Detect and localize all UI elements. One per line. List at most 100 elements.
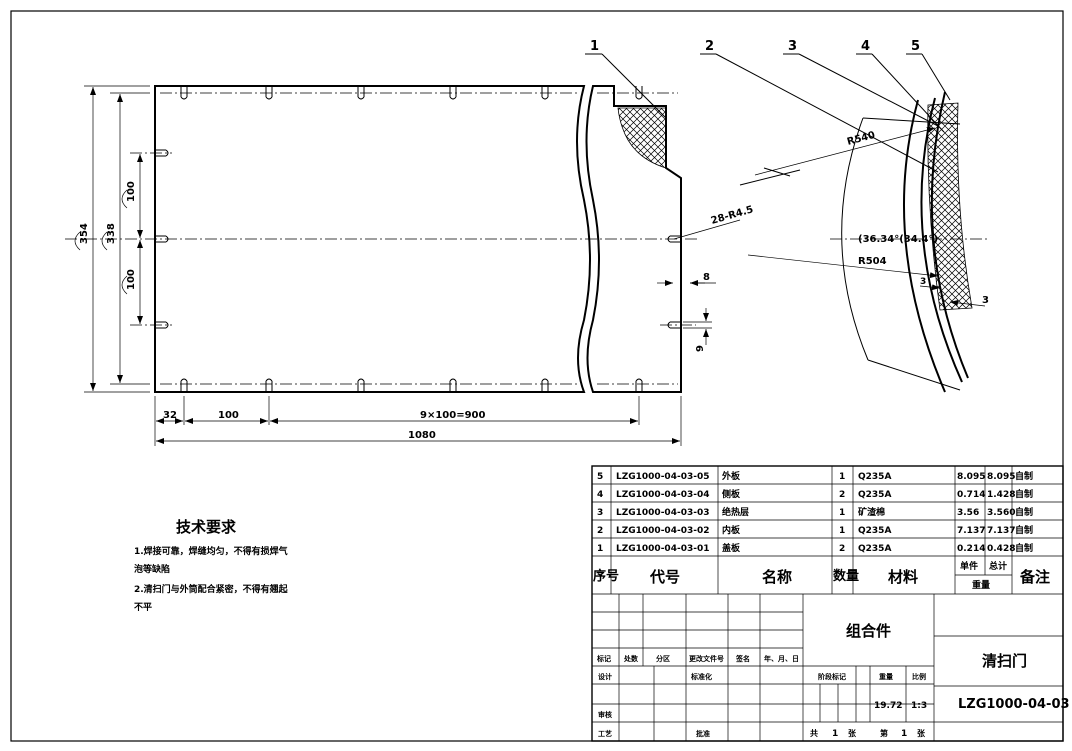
top-slots [180, 86, 643, 100]
bom-row: 2 LZG1000-04-03-02 内板 1 Q235A 7.137 7.13… [597, 524, 1033, 536]
svg-text:7.137: 7.137 [957, 526, 985, 536]
title-block: 组合件 清扫门 LZG1000-04-03 标记 处数 分区 更改文件号 签名 … [592, 594, 1070, 741]
svg-text:1: 1 [839, 472, 845, 482]
svg-text:4: 4 [861, 39, 870, 54]
balloon-3: 3 [783, 39, 939, 127]
svg-text:名称: 名称 [762, 568, 792, 586]
dim-spacing-lower: 100 [126, 269, 137, 290]
svg-text:序号: 序号 [593, 568, 619, 584]
svg-text:5: 5 [911, 39, 920, 54]
svg-text:Q235A: Q235A [858, 526, 891, 536]
balloon-5: 5 [906, 39, 951, 101]
dim-slot: 28-R4.5 [710, 204, 755, 227]
svg-text:年、月、日: 年、月、日 [764, 654, 799, 663]
svg-text:盖板: 盖板 [722, 542, 741, 554]
tech-line-4: 不平 [134, 602, 152, 613]
svg-text:自制: 自制 [1015, 470, 1033, 482]
svg-text:标记: 标记 [596, 654, 611, 663]
svg-text:分区: 分区 [656, 654, 670, 663]
svg-text:代号: 代号 [649, 568, 680, 586]
svg-text:1: 1 [901, 729, 907, 739]
svg-text:张: 张 [848, 729, 857, 738]
svg-text:LZG1000-04-03-02: LZG1000-04-03-02 [616, 526, 709, 536]
svg-text:8.095: 8.095 [957, 472, 985, 482]
bom-row: 4 LZG1000-04-03-04 侧板 2 Q235A 0.714 1.42… [597, 488, 1033, 500]
svg-text:3: 3 [597, 508, 603, 518]
svg-text:0.714: 0.714 [957, 490, 985, 500]
svg-text:0.214: 0.214 [957, 544, 985, 554]
svg-text:批准: 批准 [696, 729, 710, 738]
svg-text:数量: 数量 [833, 568, 859, 584]
svg-text:Q235A: Q235A [858, 544, 891, 554]
svg-text:签名: 签名 [735, 654, 750, 663]
svg-text:1.428: 1.428 [987, 490, 1015, 500]
svg-text:5: 5 [597, 472, 603, 482]
svg-text:1: 1 [832, 729, 838, 739]
svg-text:重量: 重量 [879, 672, 893, 681]
svg-text:矿渣棉: 矿渣棉 [858, 506, 885, 518]
svg-text:2: 2 [705, 39, 714, 54]
bom-row: 1 LZG1000-04-03-01 盖板 2 Q235A 0.214 0.42… [597, 542, 1033, 554]
part-name: 清扫门 [982, 652, 1027, 670]
svg-text:标准化: 标准化 [690, 672, 712, 681]
svg-text:备注: 备注 [1019, 568, 1050, 586]
front-view: 354 338 100 100 32 100 9×100=900 1080 28… [65, 85, 755, 446]
dim-spacing-upper: 100 [126, 181, 137, 202]
svg-text:阶段标记: 阶段标记 [818, 672, 846, 681]
svg-text:Q235A: Q235A [858, 472, 891, 482]
radius-outer: R540 [846, 130, 876, 148]
svg-text:LZG1000-04-03-03: LZG1000-04-03-03 [616, 508, 709, 518]
svg-text:2: 2 [839, 544, 845, 554]
dim-edge: 32 [163, 410, 177, 421]
bom-row: 5 LZG1000-04-03-05 外板 1 Q235A 8.095 8.09… [597, 470, 1033, 482]
svg-text:自制: 自制 [1015, 542, 1033, 554]
assembly-label: 组合件 [846, 622, 891, 640]
tech-title: 技术要求 [176, 518, 237, 536]
svg-text:2: 2 [839, 490, 845, 500]
svg-text:1: 1 [839, 526, 845, 536]
svg-text:审核: 审核 [598, 710, 612, 719]
svg-text:重量: 重量 [972, 579, 990, 591]
dim-height-outer: 354 [79, 223, 90, 244]
svg-text:工艺: 工艺 [598, 729, 612, 738]
balloon-4: 4 [856, 39, 945, 133]
bottom-slots [180, 378, 643, 392]
svg-text:7.137: 7.137 [987, 526, 1015, 536]
svg-text:4: 4 [597, 490, 603, 500]
dim-wall: 8 [703, 272, 710, 283]
left-slots [155, 149, 169, 329]
dim-height-inner: 338 [106, 223, 117, 244]
svg-text:自制: 自制 [1015, 488, 1033, 500]
dim-first-pitch: 100 [218, 410, 239, 421]
section-insulation [927, 102, 973, 311]
svg-text:LZG1000-04-03-05: LZG1000-04-03-05 [616, 472, 709, 482]
svg-text:3.56: 3.56 [957, 508, 979, 518]
scale-value: 1:3 [911, 701, 927, 711]
total-weight: 19.72 [874, 701, 902, 711]
section-angle: (36.34°(34.4°) [858, 234, 938, 245]
tech-line-1: 1.焊接可靠，焊缝均匀，不得有损焊气 [134, 545, 288, 557]
dim-pitch-total: 9×100=900 [420, 410, 486, 421]
svg-text:张: 张 [917, 729, 926, 738]
svg-text:单件: 单件 [960, 560, 978, 572]
svg-text:1: 1 [590, 39, 599, 54]
drawing-number: LZG1000-04-03 [958, 697, 1070, 712]
dim-thickness: 3 [982, 295, 989, 306]
radius-inner: R504 [858, 256, 887, 267]
svg-text:更改文件号: 更改文件号 [689, 654, 724, 663]
svg-text:3.560: 3.560 [987, 508, 1015, 518]
svg-text:侧板: 侧板 [722, 488, 741, 500]
insulation-hatch [617, 107, 667, 169]
svg-text:Q235A: Q235A [858, 490, 891, 500]
svg-text:第: 第 [880, 728, 888, 738]
svg-text:3: 3 [788, 39, 797, 54]
bom-row: 3 LZG1000-04-03-03 绝热层 1 矿渣棉 3.56 3.560 … [597, 506, 1033, 518]
right-slots [667, 235, 681, 329]
bom-table: 5 LZG1000-04-03-05 外板 1 Q235A 8.095 8.09… [591, 465, 1064, 742]
svg-text:总计: 总计 [989, 560, 1007, 572]
svg-text:LZG1000-04-03-04: LZG1000-04-03-04 [616, 490, 709, 500]
bom-header: 序号 代号 名称 数量 材料 单件 总计 重量 备注 [593, 560, 1050, 591]
svg-text:1: 1 [597, 544, 603, 554]
svg-text:0.428: 0.428 [987, 544, 1015, 554]
